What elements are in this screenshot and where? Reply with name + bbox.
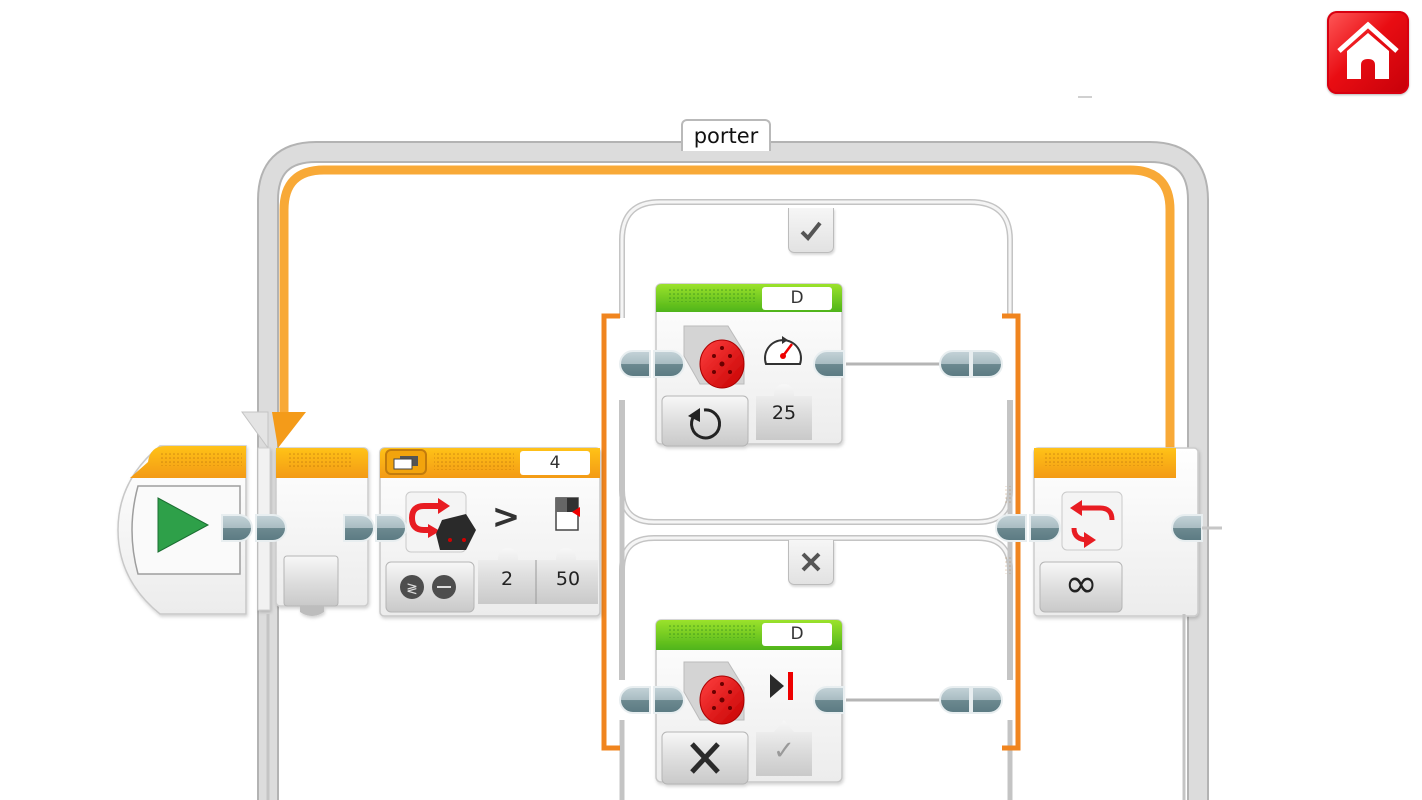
port-selector[interactable] — [520, 451, 590, 475]
medium-motor-block-on[interactable] — [655, 283, 843, 447]
loop-start-port-tab — [283, 555, 339, 607]
brake-at-end-param[interactable] — [756, 720, 812, 776]
medium-motor-icon — [683, 661, 745, 725]
switch-left-sequence-bar — [601, 313, 620, 751]
loop-sequence-wire — [279, 165, 1175, 470]
motor-port-selector[interactable] — [762, 287, 832, 310]
svg-text:≷: ≷ — [406, 581, 418, 597]
sequence-plug[interactable] — [813, 686, 845, 714]
compare-type-value[interactable]: 2 — [500, 568, 514, 590]
sequence-connectors — [221, 350, 1222, 714]
loop-end-block[interactable] — [1033, 447, 1199, 617]
sequence-plug[interactable] — [995, 514, 1027, 542]
power-param[interactable] — [756, 384, 812, 440]
medium-motor-block-off[interactable] — [655, 619, 843, 785]
threshold-param[interactable] — [536, 548, 598, 604]
switch-port-value[interactable]: 4 — [549, 453, 561, 473]
sequence-plug[interactable] — [1029, 514, 1061, 542]
motor-mode-button[interactable] — [661, 395, 749, 447]
comparison-symbol: > — [492, 497, 521, 537]
loop-orange-arrow-icon — [272, 412, 306, 448]
case-tab-true[interactable] — [788, 208, 834, 253]
threshold-value[interactable]: 50 — [555, 568, 581, 590]
loop-block-frame[interactable] — [241, 141, 1209, 800]
sequence-plug[interactable] — [939, 686, 971, 714]
compare-type-param[interactable] — [478, 548, 536, 604]
color-sensor-icon — [436, 514, 476, 550]
case-tab-false[interactable] — [788, 540, 834, 585]
check-icon — [800, 221, 822, 241]
sequence-plug[interactable] — [971, 350, 1003, 378]
power-gauge-icon — [764, 336, 802, 365]
switch-color-sensor-block[interactable]: > ≷ — [379, 447, 601, 617]
sequence-plug[interactable] — [221, 514, 253, 542]
x-icon — [801, 552, 821, 572]
sequence-plug[interactable] — [939, 350, 971, 378]
loop-left-arrow-icon — [241, 411, 269, 450]
compare-mode-button[interactable] — [385, 561, 475, 613]
sequence-plug[interactable] — [375, 514, 407, 542]
start-block[interactable] — [117, 445, 247, 615]
off-icon — [690, 742, 720, 774]
sequence-plug[interactable] — [653, 350, 685, 378]
home-icon — [1337, 21, 1399, 79]
sequence-plug[interactable] — [653, 686, 685, 714]
home-button[interactable] — [1327, 11, 1409, 94]
motor-port-selector[interactable] — [762, 623, 832, 646]
power-value[interactable]: 25 — [771, 402, 797, 424]
sequence-plug[interactable] — [619, 350, 651, 378]
sequence-plug[interactable] — [813, 350, 845, 378]
play-icon — [157, 497, 210, 553]
brake-at-end-value[interactable]: ✓ — [773, 736, 795, 766]
on-icon — [688, 408, 722, 440]
sequence-plug[interactable] — [255, 514, 287, 542]
loop-count-value[interactable]: ∞ — [1064, 561, 1098, 607]
reflected-light-intensity-icon — [555, 497, 580, 531]
loop-name-label[interactable]: porter — [681, 119, 771, 151]
sequence-plug[interactable] — [343, 514, 375, 542]
sequence-plug[interactable] — [971, 686, 1003, 714]
loop-unlimited-icon — [1070, 500, 1115, 548]
brake-icon — [770, 672, 793, 700]
medium-motor-icon — [683, 325, 745, 389]
motor-port-value[interactable]: D — [790, 288, 804, 308]
sequence-plug[interactable] — [1171, 514, 1203, 542]
sequence-plug[interactable] — [619, 686, 651, 714]
motor-port-value[interactable]: D — [790, 624, 804, 644]
loop-count-param[interactable] — [1039, 561, 1123, 613]
